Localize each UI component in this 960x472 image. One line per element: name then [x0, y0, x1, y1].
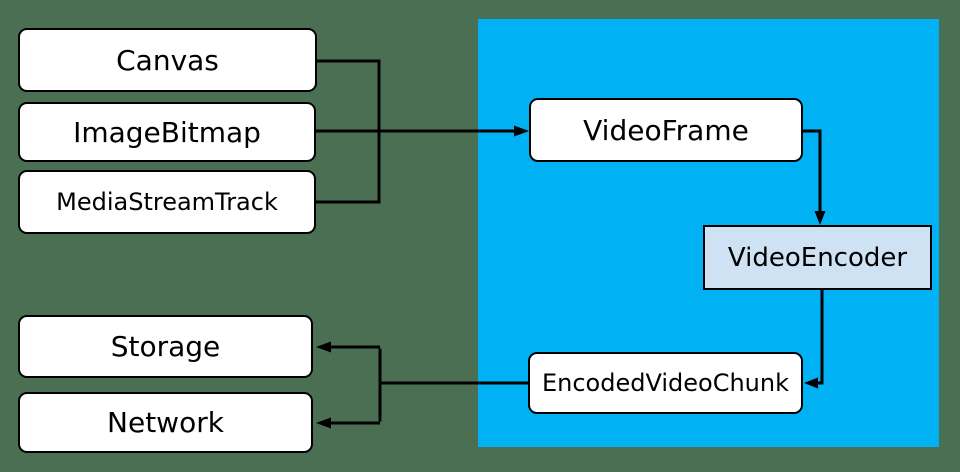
node-imagebitmap: ImageBitmap: [18, 102, 316, 162]
node-videoencoder: VideoEncoder: [703, 225, 932, 290]
node-mediastreamtrack: MediaStreamTrack: [18, 170, 316, 234]
node-encodedvideochunk: EncodedVideoChunk: [528, 352, 803, 414]
connector-sources-trunk: [316, 59, 381, 204]
arrow-to-network-head: [316, 417, 331, 429]
node-videoframe: VideoFrame: [529, 98, 803, 162]
node-canvas: Canvas: [18, 28, 317, 92]
node-videoencoder-label: VideoEncoder: [727, 242, 908, 273]
node-storage: Storage: [18, 315, 313, 378]
node-network: Network: [18, 392, 313, 453]
node-canvas-label: Canvas: [116, 43, 219, 77]
node-imagebitmap-label: ImageBitmap: [73, 115, 261, 149]
node-network-label: Network: [107, 406, 224, 439]
arrow-to-storage-head: [316, 341, 331, 353]
node-encodedvideochunk-label: EncodedVideoChunk: [541, 369, 790, 397]
node-videoframe-label: VideoFrame: [583, 113, 749, 147]
node-mediastreamtrack-label: MediaStreamTrack: [56, 188, 278, 216]
node-storage-label: Storage: [110, 330, 221, 363]
